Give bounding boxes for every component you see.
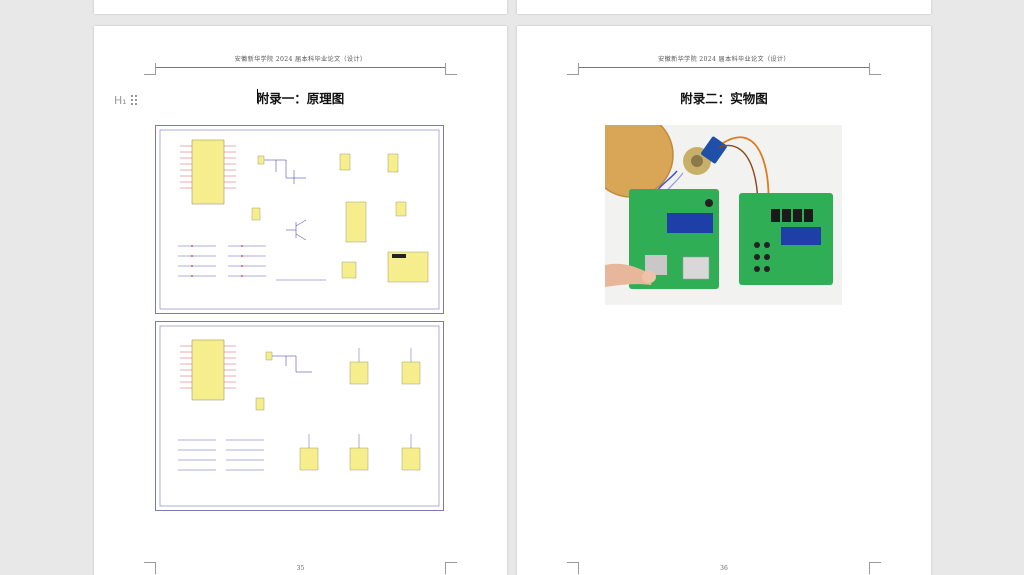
crop-mark <box>567 562 579 574</box>
header-rule <box>156 67 445 68</box>
header-rule <box>579 67 869 68</box>
appendix-title[interactable]: 附录二：实物图 <box>680 91 768 106</box>
hardware-photo <box>605 125 842 305</box>
schematic-drawing <box>159 325 440 507</box>
crop-mark <box>869 562 881 574</box>
text-cursor <box>257 89 258 103</box>
crop-mark <box>144 63 156 75</box>
schematic-diagram <box>155 125 444 314</box>
schematic-drawing <box>159 129 440 310</box>
page-number: 35 <box>296 565 305 572</box>
previous-page-right <box>517 0 931 14</box>
crop-mark <box>567 63 579 75</box>
crop-mark <box>869 63 881 75</box>
schematic-diagram <box>155 321 444 511</box>
previous-page-left <box>94 0 507 14</box>
drag-handle-icon[interactable] <box>131 95 137 105</box>
heading-one-icon[interactable]: H₁ <box>114 94 127 107</box>
crop-mark <box>445 63 457 75</box>
hardware-photo-drawing <box>605 125 842 305</box>
page-number: 36 <box>720 565 728 572</box>
crop-mark <box>144 562 156 574</box>
crop-mark <box>445 562 457 574</box>
page-header: 安徽新华学院 2024 届本科毕业论文（设计） <box>234 56 367 63</box>
appendix-title[interactable]: 附录一：原理图 <box>256 91 345 106</box>
page-header: 安徽新华学院 2024 届本科毕业论文（设计） <box>658 56 790 63</box>
page-35: 安徽新华学院 2024 届本科毕业论文（设计） H₁ 附录一：原理图 <box>94 26 507 575</box>
page-36: 安徽新华学院 2024 届本科毕业论文（设计） 附录二：实物图 <box>517 26 931 575</box>
